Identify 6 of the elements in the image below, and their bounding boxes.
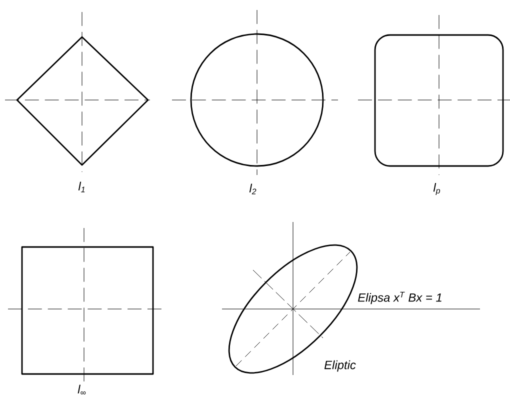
caption-label: Eliptic <box>323 359 357 373</box>
norm-label: l$_{p}$ <box>432 182 442 196</box>
norm-label: l$_{2}$ <box>248 182 258 196</box>
equation-label: Elipsa x$^{T}$ Bx = 1 <box>356 290 444 306</box>
norm-label: l$_{1}$ <box>77 180 87 194</box>
norm-label: l$_{∞}$ <box>76 384 88 396</box>
